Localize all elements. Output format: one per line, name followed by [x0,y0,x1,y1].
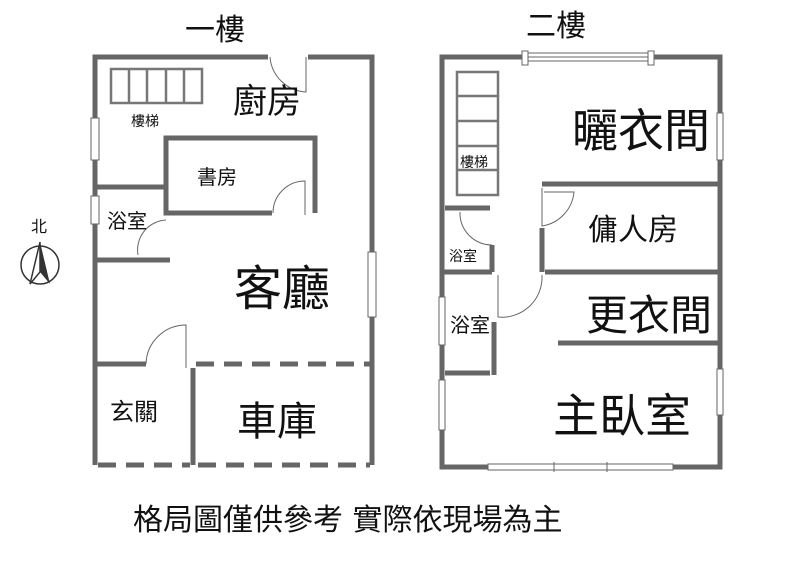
stairs-icon [455,70,500,197]
window [716,368,724,416]
window [438,379,446,431]
room-stairs-2f: 樓梯 [460,155,488,171]
window [367,251,377,318]
door [459,211,493,246]
room-dressing: 更衣間 [586,291,712,340]
door [269,56,307,93]
window [521,50,529,66]
door [137,219,167,256]
disclaimer-caption: 格局圖僅供參考 實際依現場為主 [133,503,563,538]
north-compass-icon: 北 [20,217,60,285]
floor2-plan: 曬衣間 樓梯 傭人房 浴室 浴室 更衣間 主臥室 [438,50,724,472]
door [272,180,306,215]
room-living: 客廳 [234,261,330,317]
room-drying: 曬衣間 [572,104,710,158]
door [541,188,575,227]
door [497,274,543,318]
room-study: 書房 [197,165,237,189]
compass-label: 北 [31,217,47,236]
room-master: 主臥室 [553,389,691,443]
window [487,463,674,471]
window [90,195,100,225]
floor1-title: 一樓 [185,13,245,48]
window [90,117,100,161]
room-stairs: 樓梯 [131,114,159,130]
window [647,50,655,66]
room-bath-small: 浴室 [449,248,477,265]
floor1-plan: 廚房 樓梯 書房 浴室 客廳 玄關 車庫 [90,54,377,468]
room-bath: 浴室 [107,209,147,233]
stairs-icon [109,67,204,105]
window [438,296,446,346]
room-kitchen: 廚房 [233,82,301,122]
floor2-title: 二樓 [526,9,586,44]
room-garage: 車庫 [237,399,317,445]
room-entrance: 玄關 [110,398,158,426]
door [145,324,187,368]
room-maid: 傭人房 [588,213,678,248]
window [716,112,724,161]
room-bath-2f: 浴室 [450,313,490,337]
